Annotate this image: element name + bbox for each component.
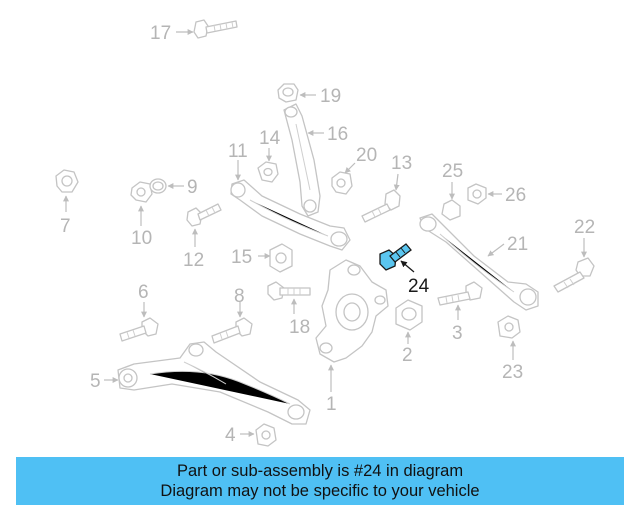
part-26-nut xyxy=(467,183,487,205)
callout-26: 26 xyxy=(505,185,526,206)
callout-20: 20 xyxy=(356,145,377,166)
part-21-control-link xyxy=(419,213,539,311)
callout-15: 15 xyxy=(231,247,252,268)
part-13-bolt xyxy=(361,189,401,223)
part-12-bolt xyxy=(186,203,222,227)
callout-23: 23 xyxy=(502,362,523,383)
banner-disclaimer-text: Diagram may not be specific to your vehi… xyxy=(160,482,480,500)
info-banner: Part or sub-assembly is #24 in diagram D… xyxy=(16,457,624,505)
part-10-nut xyxy=(130,181,153,203)
callout-18: 18 xyxy=(289,317,310,338)
callout-11: 11 xyxy=(228,141,248,162)
callout-17: 17 xyxy=(150,23,171,44)
callout-24: 24 xyxy=(408,276,430,297)
part-24-bolt-highlighted xyxy=(379,243,412,271)
part-20-nut xyxy=(331,171,353,195)
part-19-nut xyxy=(277,83,299,103)
callout-13-leader xyxy=(393,173,400,191)
part-15-bushing xyxy=(269,243,293,273)
part-7-nut xyxy=(55,169,79,193)
part-4-nut xyxy=(255,423,277,447)
callout-5: 5 xyxy=(90,371,101,392)
callout-8: 8 xyxy=(234,286,245,307)
callout-21-leader xyxy=(487,243,505,257)
callout-10: 10 xyxy=(131,228,152,249)
callout-2: 2 xyxy=(402,345,413,366)
part-2-bushing xyxy=(395,299,423,331)
part-9-washer xyxy=(149,178,167,194)
part-22-bolt xyxy=(553,257,595,293)
part-1-knuckle xyxy=(315,259,389,363)
part-14-nut xyxy=(257,161,279,183)
callout-19: 19 xyxy=(320,86,341,107)
part-17-bolt xyxy=(193,19,238,39)
part-8-bolt xyxy=(211,317,253,344)
callout-13: 13 xyxy=(391,153,412,174)
part-18-bolt xyxy=(267,281,311,301)
callout-24-leader xyxy=(400,260,415,273)
callout-3: 3 xyxy=(452,323,463,344)
callout-16: 16 xyxy=(327,124,348,145)
callout-9: 9 xyxy=(187,177,198,198)
part-11-upper-control-arm xyxy=(230,179,351,251)
callout-7: 7 xyxy=(60,216,71,237)
callout-22: 22 xyxy=(574,217,595,238)
callout-4: 4 xyxy=(225,425,236,446)
part-16-toe-link xyxy=(283,103,321,217)
callout-25: 25 xyxy=(442,161,463,182)
part-5-lower-control-arm xyxy=(117,341,311,425)
callout-12: 12 xyxy=(183,250,204,271)
callout-21: 21 xyxy=(507,234,528,255)
callout-6: 6 xyxy=(138,282,149,303)
part-3-bolt xyxy=(437,281,483,306)
part-23-nut xyxy=(497,315,521,339)
callout-14: 14 xyxy=(259,128,281,149)
part-6-bolt xyxy=(119,317,159,342)
callout-1: 1 xyxy=(326,394,337,415)
part-25-cap xyxy=(441,199,461,221)
banner-part-text: Part or sub-assembly is #24 in diagram xyxy=(176,462,464,480)
callout-20-leader xyxy=(344,162,356,174)
